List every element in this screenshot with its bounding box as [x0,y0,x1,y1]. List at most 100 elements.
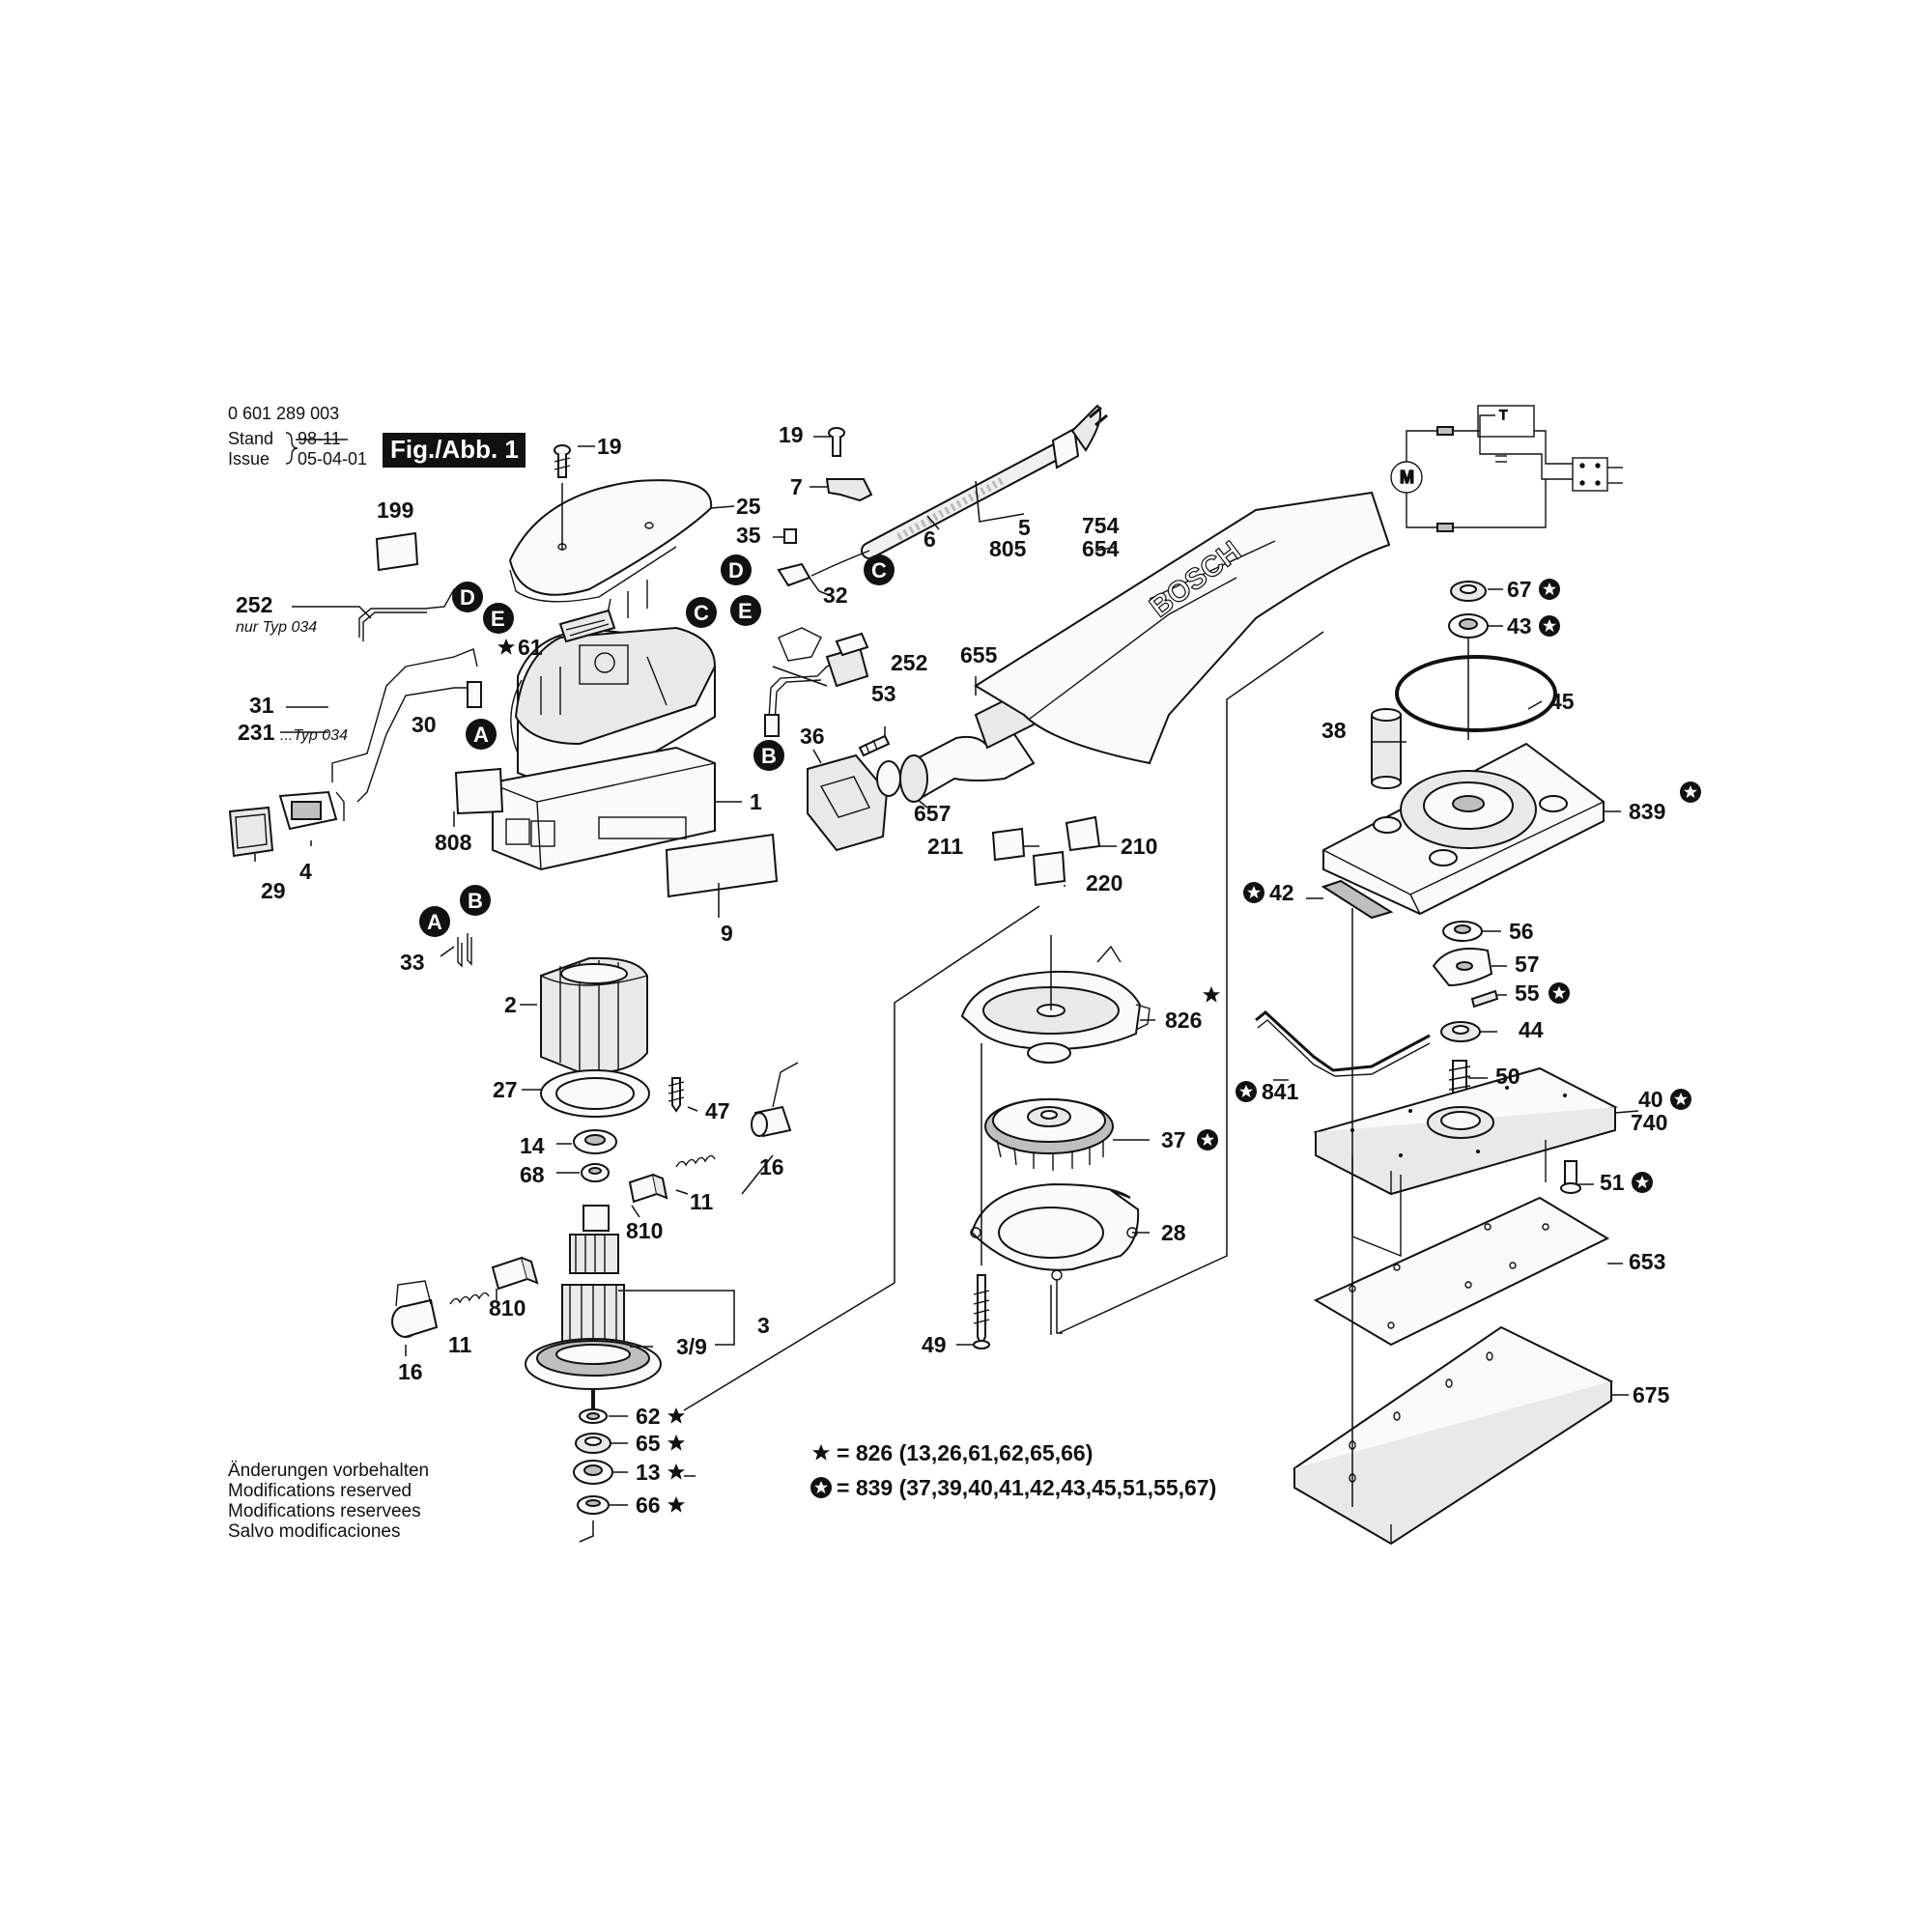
brush-holder-16-upper [751,1062,799,1138]
washer-67 [1450,581,1487,602]
part-label-27: 27 [493,1077,518,1102]
part-label-1: 1 [750,789,762,814]
part-label-38: 38 [1321,718,1347,743]
part-label-40: 40 [1638,1087,1663,1112]
washer-56 [1442,921,1483,942]
switch-box [1477,405,1535,438]
circle-star-icon [1680,781,1701,803]
star-icon [497,639,515,655]
spring-11-lower [449,1292,490,1305]
part-label-29: 29 [261,878,286,903]
circle-star-icon [1539,579,1560,600]
part-label-50: 50 [1495,1064,1520,1089]
part-label-16-lower: 16 [398,1359,423,1384]
connector-b-right: B [753,740,784,771]
part-label-231-note: ...Typ 034 [280,727,348,744]
label-808 [454,767,504,815]
star-icon [812,1444,830,1461]
brush-holder-16-lower [391,1280,439,1338]
plug-5 [1051,404,1108,469]
wire-841 [1255,1010,1431,1077]
svg-text:A: A [473,723,489,747]
spring-11-upper [675,1154,716,1168]
part-label-655: 655 [960,642,998,668]
part-label-68: 68 [520,1162,545,1187]
shaft-bearings-62-66 [573,1389,613,1515]
part-label-47: 47 [705,1098,730,1123]
part-label-51: 51 [1600,1170,1625,1195]
field-coil-2 [540,956,648,1074]
footer-line-de: Änderungen vorbehalten [228,1461,429,1481]
part-label-14: 14 [520,1133,545,1158]
part-label-36: 36 [800,724,825,749]
connector-a-upper: A [466,719,497,750]
part-label-67: 67 [1507,577,1532,602]
plug-terminal [1572,457,1608,492]
part-label-252-right: 252 [891,650,927,675]
sanding-sheet-675 [1293,1325,1614,1546]
part-label-49: 49 [922,1332,947,1357]
cable-252-right [764,627,841,737]
brush-810-lower [491,1256,539,1291]
circle-star-icon [1236,1081,1257,1102]
part-label-252: 252 [236,592,272,617]
issue-label: Issue [228,449,270,469]
figure-badge-label: Fig./Abb. 1 [390,435,519,464]
circle-star-icon [1632,1172,1653,1193]
dust-port-36 [807,753,901,852]
fan-37 [984,1098,1114,1171]
filter-38 [1371,708,1402,789]
issue-value: 05-04-01 [298,449,367,469]
part-label-210: 210 [1121,834,1157,859]
part-label-53: 53 [871,681,896,706]
switch-symbol-label: T [1499,407,1508,422]
part-label-2: 2 [504,992,517,1017]
part-label-31: 31 [249,693,274,718]
part-label-675: 675 [1633,1382,1670,1407]
terminal-32 [777,562,811,587]
screw-19-cord [828,427,845,457]
part-label-44: 44 [1519,1017,1544,1042]
part-label-252-note: nur Typ 034 [236,619,317,636]
part-label-35: 35 [736,523,761,548]
star-icon [668,1435,685,1451]
part-label-220: 220 [1086,870,1122,895]
part-label-57: 57 [1515,952,1540,977]
figure-badge [383,433,526,468]
connector-c-right: C [864,554,895,585]
footer-line-en: Modifications reserved [228,1481,412,1501]
part-labels: 19 25 199 252 nur Typ 034 61 31 231 ...T… [236,422,1701,1518]
bearing-14 [573,1129,617,1154]
star-icon [668,1463,685,1480]
baffle-27 [540,1069,650,1118]
connector-a-lower: A [419,906,450,937]
svg-text:C: C [871,558,887,582]
part-label-657: 657 [914,801,951,826]
part-label-25: 25 [736,494,761,519]
connector-e-left: E [483,603,514,634]
cord-clamp-7 [825,478,873,502]
stand-value: 98-11 [298,429,341,448]
screw-49 [973,1274,990,1350]
part-label-211: 211 [927,834,963,859]
screw-19-left [554,444,571,478]
header-block: 0 601 289 003 Stand Issue 98-11 05-04-01… [228,404,526,469]
part-label-19-cord: 19 [779,422,804,447]
part-label-30: 30 [412,712,437,737]
star-icon [1203,986,1220,1003]
part-label-740: 740 [1631,1110,1667,1135]
part-label-9: 9 [721,921,733,946]
connector-d-left: D [452,582,483,612]
part-label-61: 61 [518,635,543,660]
armature-3 [561,1205,625,1353]
label-9 [665,833,779,898]
connector-b-lower: B [460,885,491,916]
part-label-43: 43 [1507,613,1532,639]
part-label-3: 3 [757,1313,770,1338]
brace [285,432,298,465]
bearing-43 [1448,613,1489,639]
svg-text:D: D [460,585,475,610]
part-label-653: 653 [1629,1249,1665,1274]
part-label-55: 55 [1515,980,1540,1006]
stand-label: Stand [228,429,273,448]
